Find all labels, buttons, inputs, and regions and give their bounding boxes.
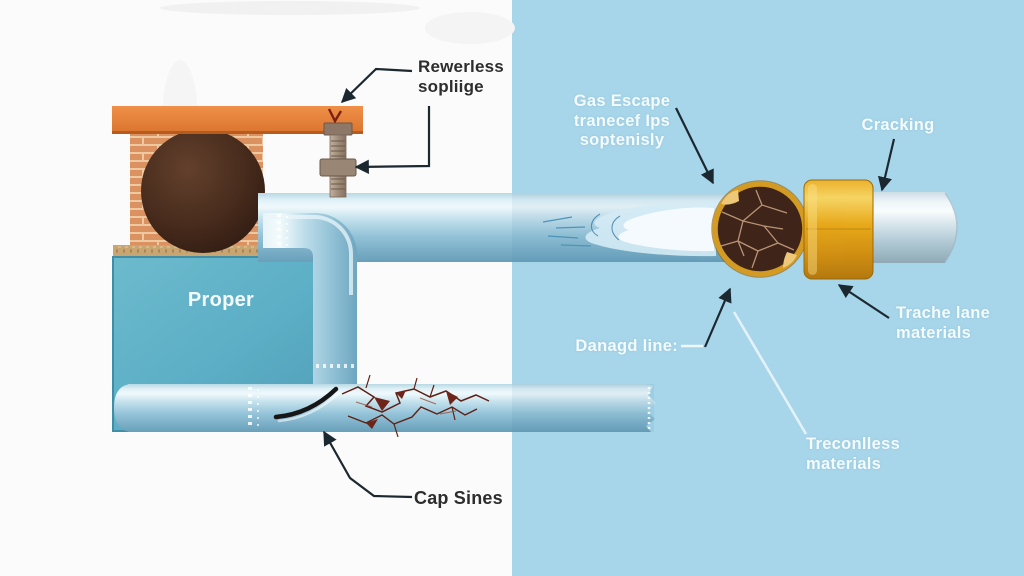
damaged-cross-section bbox=[711, 180, 809, 278]
label-trenchless-materials: Treconlless materials bbox=[806, 435, 900, 474]
leader-gas-escape bbox=[675, 107, 714, 185]
pipe-cracks bbox=[341, 374, 490, 438]
vertical-pipe-elbow bbox=[263, 213, 357, 431]
leader-cracking bbox=[877, 138, 896, 192]
bottom-pipe bbox=[114, 384, 656, 432]
label-gas-escape-line3: soptenisly bbox=[579, 131, 665, 149]
liner-swoosh bbox=[273, 386, 341, 423]
label-cracking: Cracking bbox=[856, 116, 940, 136]
storage-tank-circle bbox=[141, 129, 265, 253]
label-damaged-line: Danagd line: bbox=[558, 337, 678, 357]
leader-damaged-line bbox=[703, 287, 732, 348]
orange-lintel bbox=[112, 106, 363, 134]
red-check-mark bbox=[327, 108, 343, 124]
label-coupling-line2: sopliige bbox=[418, 77, 484, 96]
label-gas-escape-line1: Gas Escape bbox=[573, 92, 671, 110]
label-gas-escape: Gas Escape tranecef Ips soptenisly bbox=[570, 92, 674, 151]
label-proper: Proper bbox=[168, 289, 274, 311]
valve-icon bbox=[319, 122, 357, 198]
label-cracking-text: Cracking bbox=[861, 116, 935, 134]
leader-trench-materials bbox=[837, 284, 890, 319]
background-right bbox=[512, 0, 1024, 576]
label-damaged-line-text: Danagd line: bbox=[575, 337, 678, 355]
leader-trenchless-materials bbox=[732, 311, 808, 435]
label-trenchless-materials-line2: materials bbox=[806, 454, 882, 473]
label-proper-text: Proper bbox=[187, 289, 255, 311]
label-gas-escape-line2: tranecef Ips bbox=[573, 111, 671, 130]
coupling-band bbox=[803, 179, 874, 280]
label-trench-materials-line2: materials bbox=[896, 323, 972, 342]
label-trench-materials-line1: Trache lane bbox=[896, 304, 991, 322]
leader-coupling-to-bar bbox=[340, 67, 413, 103]
label-trenchless-materials-line1: Treconlless bbox=[806, 435, 901, 453]
label-coupling-line1: Rewerless bbox=[418, 57, 504, 76]
label-coupling: Rewerless sopliige bbox=[418, 57, 504, 97]
label-cap-sines: Cap Sines bbox=[414, 488, 503, 508]
pipe-jagged-end bbox=[645, 384, 656, 432]
leader-lines bbox=[323, 67, 896, 499]
pipe-end-cap bbox=[114, 384, 130, 432]
leader-cap-sines bbox=[323, 430, 413, 499]
label-cap-sines-text: Cap Sines bbox=[414, 488, 503, 508]
gas-splash bbox=[542, 201, 716, 257]
label-trench-materials: Trache lane materials bbox=[896, 304, 990, 343]
leader-coupling-to-valve bbox=[354, 106, 431, 174]
